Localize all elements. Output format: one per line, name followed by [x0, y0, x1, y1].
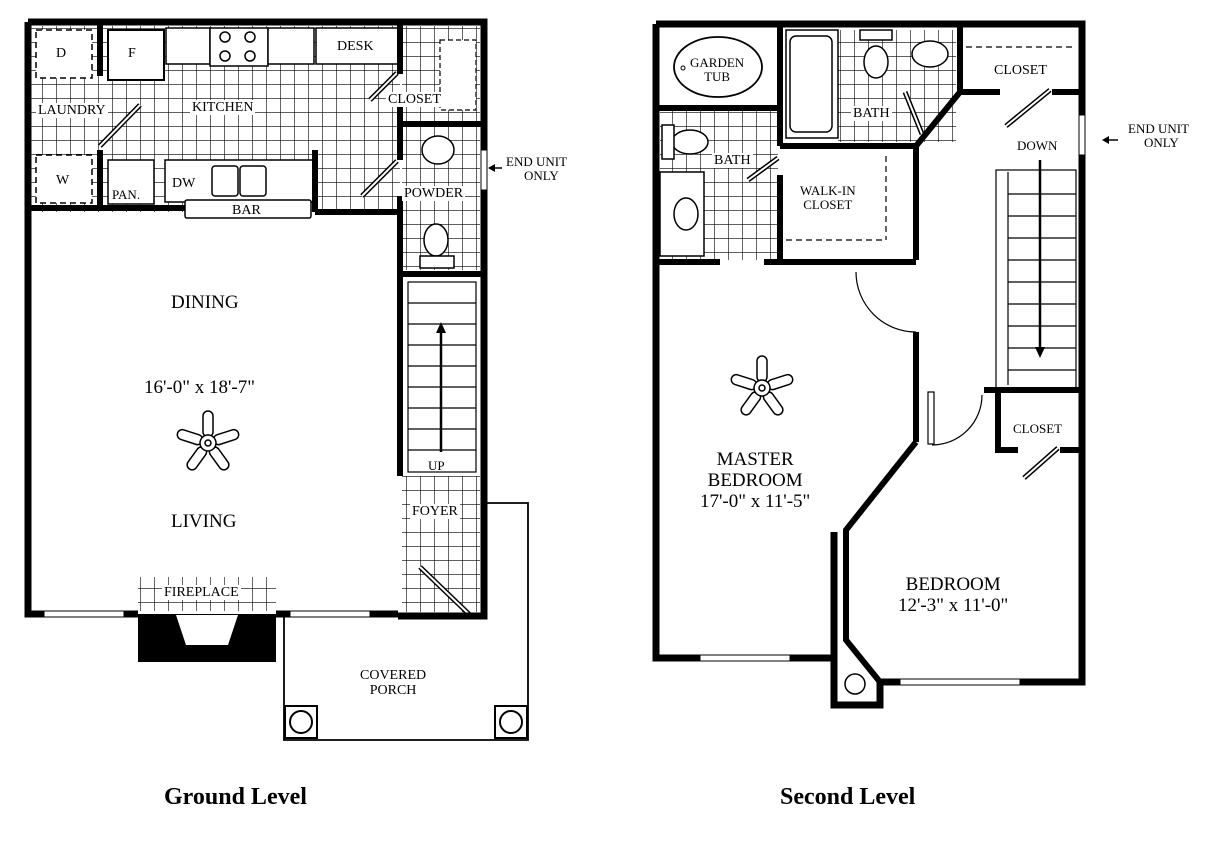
upper-bath-label: BATH — [851, 106, 892, 122]
fireplace-label: FIREPLACE — [162, 585, 241, 601]
end-unit-line2: ONLY — [1144, 135, 1179, 151]
garden-tub-label: GARDEN TUB — [690, 55, 745, 85]
foyer-label: FOYER — [410, 504, 460, 520]
kitchen-label: KITCHEN — [190, 100, 256, 116]
living-label: LIVING — [171, 511, 237, 532]
closet-label: CLOSET — [386, 92, 443, 108]
ceiling-fan-icon — [176, 410, 240, 471]
covered-porch-line2: PORCH — [369, 683, 417, 699]
garden-tub-line1: GARDEN — [690, 55, 745, 70]
bedroom-name: BEDROOM — [905, 574, 1001, 595]
washer-label: W — [56, 173, 70, 188]
master-size: 17'-0" x 11'-5" — [700, 490, 811, 512]
dryer-label: D — [56, 46, 67, 61]
bedroom-size: 12'-3" x 11'-0" — [898, 594, 1009, 616]
laundry-label: LAUNDRY — [36, 103, 108, 119]
garden-tub-line2: TUB — [704, 69, 731, 85]
dishwasher-label: DW — [172, 176, 196, 191]
end-unit-note-second: END UNIT ONLY — [1128, 121, 1190, 151]
covered-porch-line1: COVERED — [360, 668, 427, 683]
second-level-plan — [652, 20, 1118, 709]
end-unit-note-ground: END UNIT ONLY — [506, 154, 568, 184]
master-bath-label: BATH — [712, 153, 753, 169]
ground-level-plan — [24, 18, 529, 741]
second-level-caption: Second Level — [780, 784, 916, 810]
walk-in-line1: WALK-IN — [800, 183, 856, 198]
bedroom-label: BEDROOM 12'-3" x 11'-0" — [898, 574, 1009, 617]
walk-in-closet-label: WALK-IN CLOSET — [800, 183, 856, 213]
end-unit-line1: END UNIT — [506, 154, 568, 169]
desk-label: DESK — [337, 39, 374, 54]
master-line1: MASTER — [716, 449, 794, 470]
ground-level-caption: Ground Level — [164, 784, 307, 810]
dining-living-size: 16'-0" x 18'-7" — [144, 377, 256, 398]
stairs-up-label: UP — [428, 458, 445, 473]
master-line2: BEDROOM — [707, 469, 803, 491]
end-unit-line2: ONLY — [524, 168, 559, 184]
fridge-label: F — [128, 46, 136, 61]
top-closet-label: CLOSET — [994, 63, 1047, 78]
end-unit-line1: END UNIT — [1128, 121, 1190, 136]
stairs-down-label: DOWN — [1017, 138, 1058, 153]
bedroom-closet-label: CLOSET — [1013, 421, 1063, 436]
walk-in-line2: CLOSET — [803, 197, 853, 213]
bar-label: BAR — [232, 203, 261, 218]
covered-porch-label: COVERED PORCH — [360, 668, 426, 699]
pantry-label: PAN. — [112, 187, 141, 202]
master-bedroom-label: MASTER BEDROOM 17'-0" x 11'-5" — [700, 449, 811, 513]
dining-label: DINING — [171, 292, 239, 313]
powder-label: POWDER — [402, 186, 466, 202]
